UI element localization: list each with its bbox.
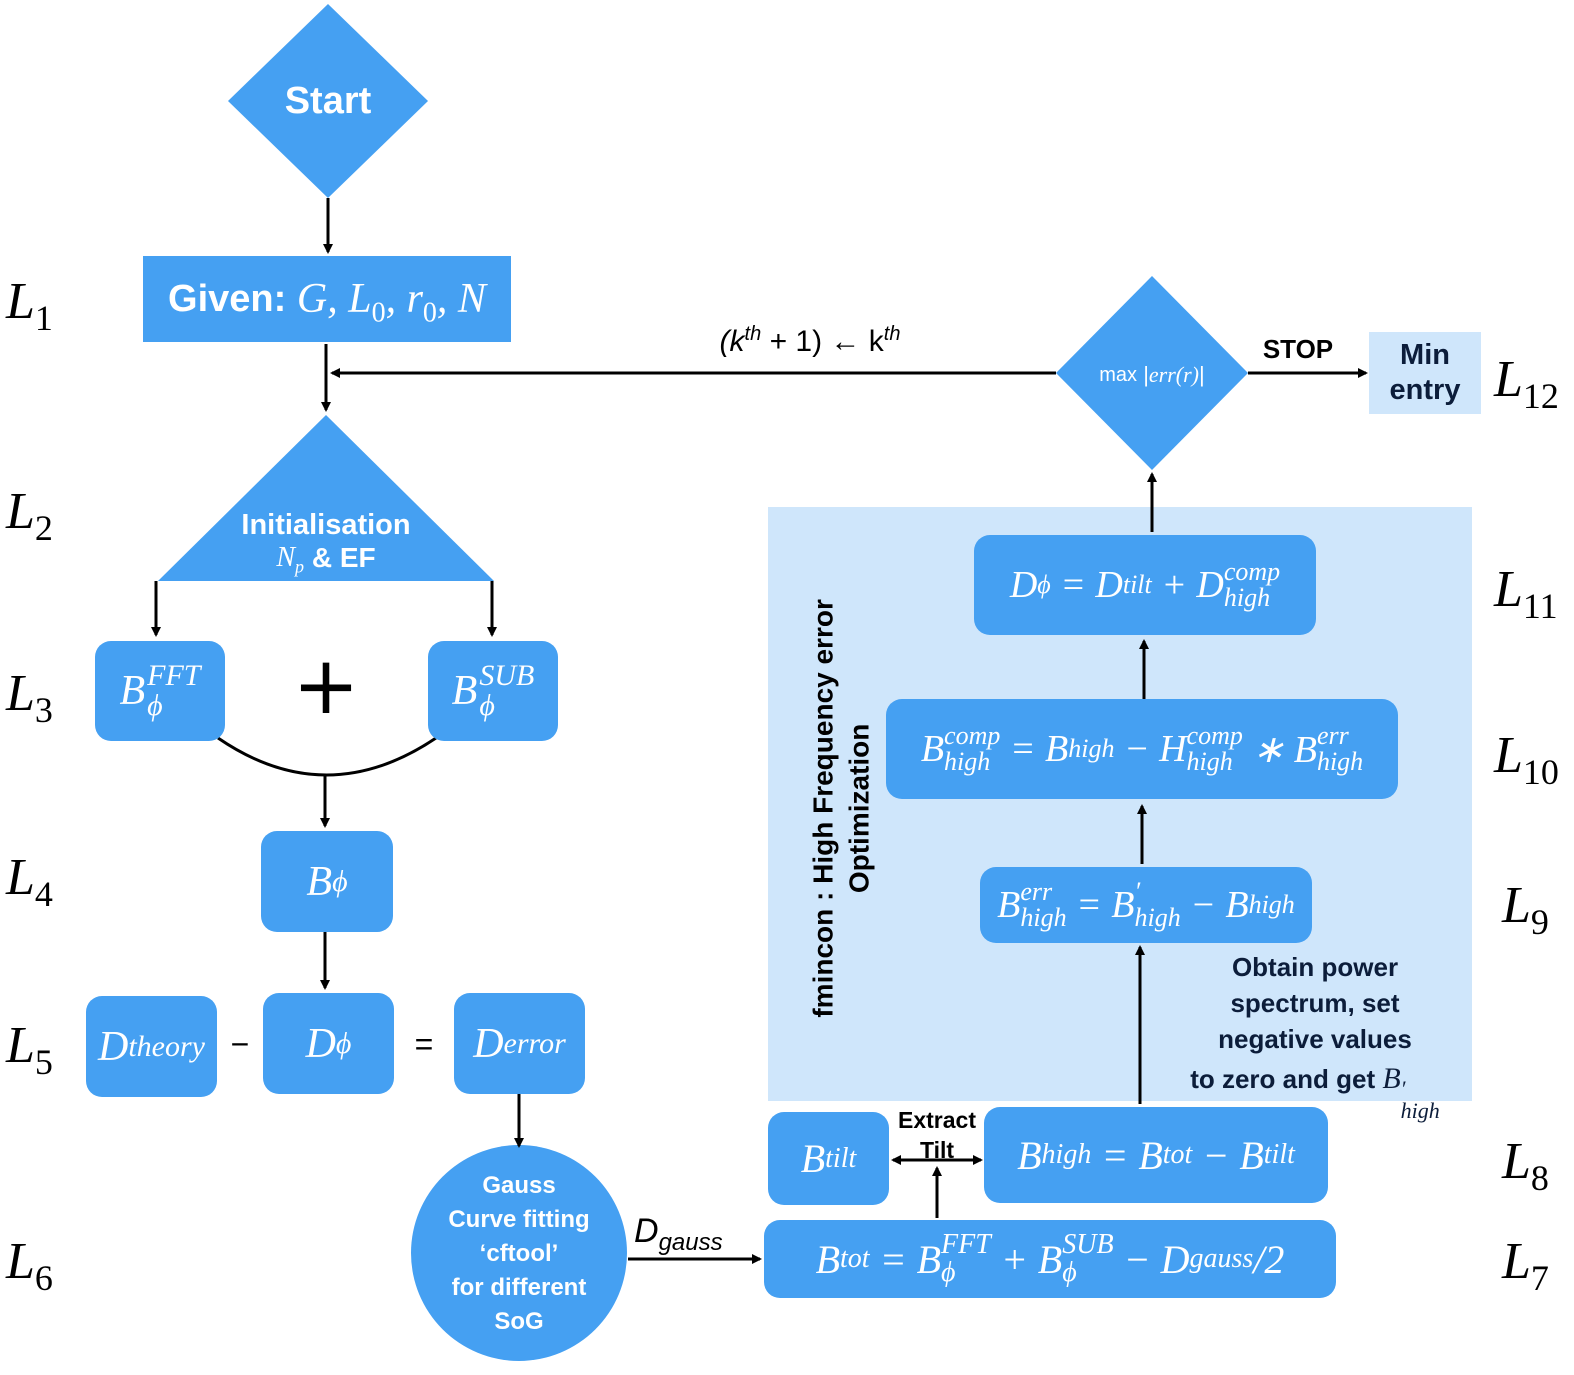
gauss-circle xyxy=(411,1145,627,1361)
level-label-2: L2 xyxy=(6,483,53,548)
level-label-7: L7 xyxy=(1502,1233,1549,1298)
init-np: Np xyxy=(276,542,305,577)
equals-sign: = xyxy=(414,1025,434,1062)
max-error-label: max |err(r)| xyxy=(1099,362,1205,387)
start-label: Start xyxy=(284,79,372,122)
init-ef: EF xyxy=(339,542,376,573)
initialisation-triangle xyxy=(158,415,494,581)
max-error-diamond xyxy=(1056,276,1248,470)
init-amp: & xyxy=(311,542,333,573)
level-label-1: L1 xyxy=(6,273,53,338)
power-spectrum-text: Obtain power spectrum, set negative valu… xyxy=(1190,952,1440,1123)
loop-label: (kth + 1) ← kth xyxy=(719,323,901,358)
plus-sign: + xyxy=(292,638,360,732)
combine-curve xyxy=(217,736,437,777)
given-vars: G, L0, r0, N xyxy=(296,276,486,329)
d-gauss-label: Dgauss xyxy=(634,1212,723,1256)
given-box: Given: G, L0, r0, N xyxy=(143,256,511,342)
level-label-4: L4 xyxy=(6,849,53,914)
level-label-10: L10 xyxy=(1494,727,1559,792)
start-diamond xyxy=(228,4,428,198)
given-label: Given: xyxy=(168,277,287,320)
level-label-12: L12 xyxy=(1494,351,1559,416)
level-label-11: L11 xyxy=(1494,561,1558,626)
level-label-8: L8 xyxy=(1502,1133,1549,1198)
level-label-9: L9 xyxy=(1502,877,1549,942)
init-params: Np & EF xyxy=(236,541,416,577)
stop-label: STOP xyxy=(1262,334,1334,364)
level-label-6: L6 xyxy=(6,1233,53,1298)
level-label-5: L5 xyxy=(6,1017,53,1082)
level-label-3: L3 xyxy=(6,665,53,730)
init-title: Initialisation xyxy=(241,508,411,541)
minus-sign: − xyxy=(230,1025,250,1062)
